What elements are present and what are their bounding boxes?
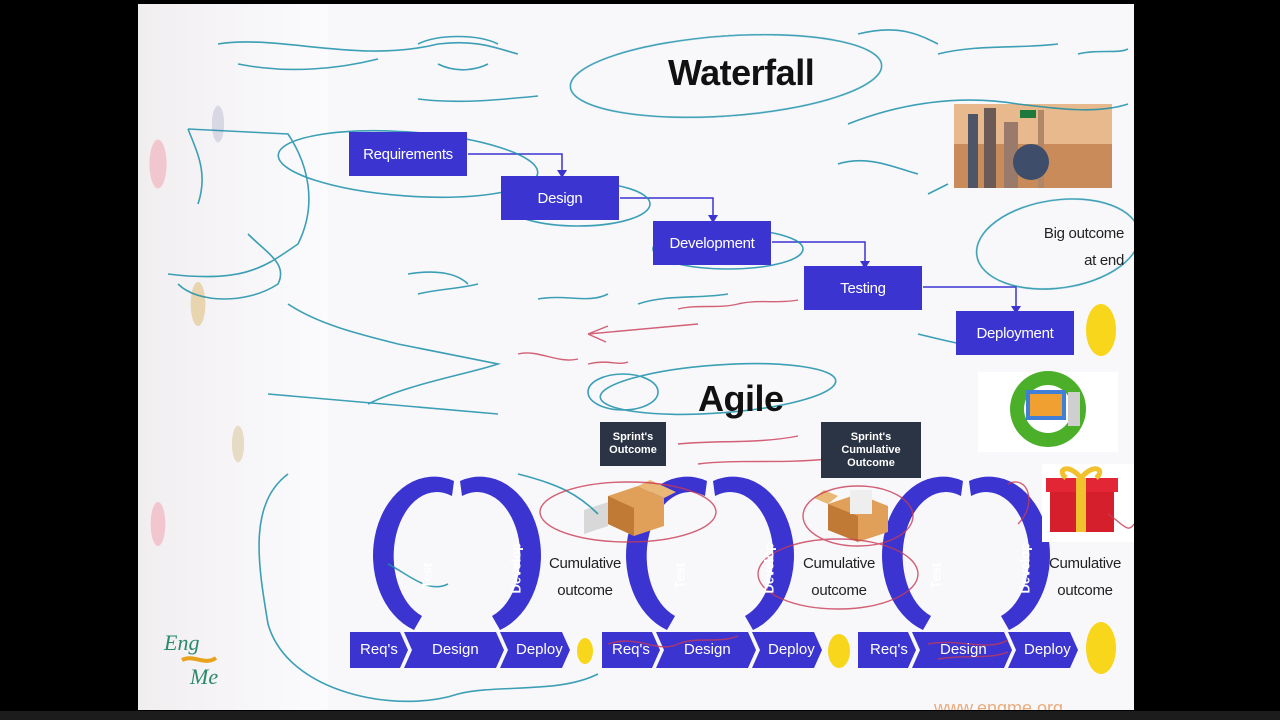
sprint-outcome-label: Sprint's Outcome (600, 422, 666, 466)
svg-text:Eng: Eng (163, 630, 199, 655)
gift-icon (1042, 464, 1134, 542)
cycle1-test-label: Test (419, 562, 435, 589)
waterfall-outcome-dot (1086, 304, 1116, 356)
waterfall-step-design: Design (501, 176, 619, 220)
cycle2-reqs-label: Req's (612, 641, 650, 658)
cycle3-design-label: Design (940, 641, 987, 658)
slide: Waterfall Requirements Design Developmen… (138, 4, 1134, 710)
waterfall-title: Waterfall (668, 52, 815, 93)
cycle2-dot (828, 634, 850, 668)
cycle1-dot (577, 638, 593, 664)
decorative-side-strip (138, 4, 328, 710)
outcome-line-2: at end (1084, 252, 1124, 269)
red-annotations (517, 299, 1134, 660)
connector-req-design (468, 153, 563, 172)
agile-cycle-3 (858, 476, 1078, 668)
connector-dev-test (772, 241, 866, 263)
cycle3-deploy-label: Deploy (1024, 641, 1071, 658)
cycle3-test-label: Test (928, 562, 944, 589)
teal-annotations (167, 29, 1134, 703)
cycle3-develop-label: Develop (1017, 542, 1033, 594)
sprint-cumulative-outcome-label: Sprint's Cumulative Outcome (821, 422, 921, 478)
engme-logo: Eng Me (163, 630, 218, 689)
waterfall-step-requirements: Requirements (349, 132, 467, 176)
cycle2-deploy-label: Deploy (768, 641, 815, 658)
agile-cycle-1 (350, 476, 570, 668)
cycle2-develop-label: Develop (761, 542, 777, 594)
waterfall-step-deployment: Deployment (956, 311, 1074, 355)
city-photo (954, 104, 1112, 188)
box-icon-2 (814, 490, 888, 542)
cycle3-dot (1086, 622, 1116, 674)
diagram-layer (167, 29, 1134, 703)
svg-text:Me: Me (189, 664, 218, 689)
box-icon-1 (584, 480, 676, 536)
cycle1-reqs-label: Req's (360, 641, 398, 658)
cycle3-reqs-label: Req's (870, 641, 908, 658)
connector-test-deploy (923, 286, 1017, 308)
taskbar (0, 711, 1280, 720)
cycle1-design-label: Design (432, 641, 479, 658)
waterfall-step-development: Development (653, 221, 771, 265)
outcome-line-1: Big outcome (1043, 225, 1124, 242)
cycle2-test-label: Test (672, 562, 688, 589)
website-watermark: www.engme.org (934, 698, 1064, 710)
cycle2-cumulative-outcome: Cumulative outcome (802, 555, 876, 599)
cycle3-cumulative-outcome: Cumulative outcome (1048, 555, 1122, 599)
connector-design-dev (620, 197, 714, 217)
agile-title: Agile (698, 378, 784, 419)
cycle1-develop-label: Develop (508, 542, 524, 594)
waterfall-outcome-note: Big outcome at end (1034, 220, 1124, 274)
waterfall-step-testing: Testing (804, 266, 922, 310)
computer-recycle-icon (978, 371, 1118, 452)
cycle1-cumulative-outcome: Cumulative outcome (548, 555, 622, 599)
cycle2-design-label: Design (684, 641, 731, 658)
cycle1-deploy-label: Deploy (516, 641, 563, 658)
